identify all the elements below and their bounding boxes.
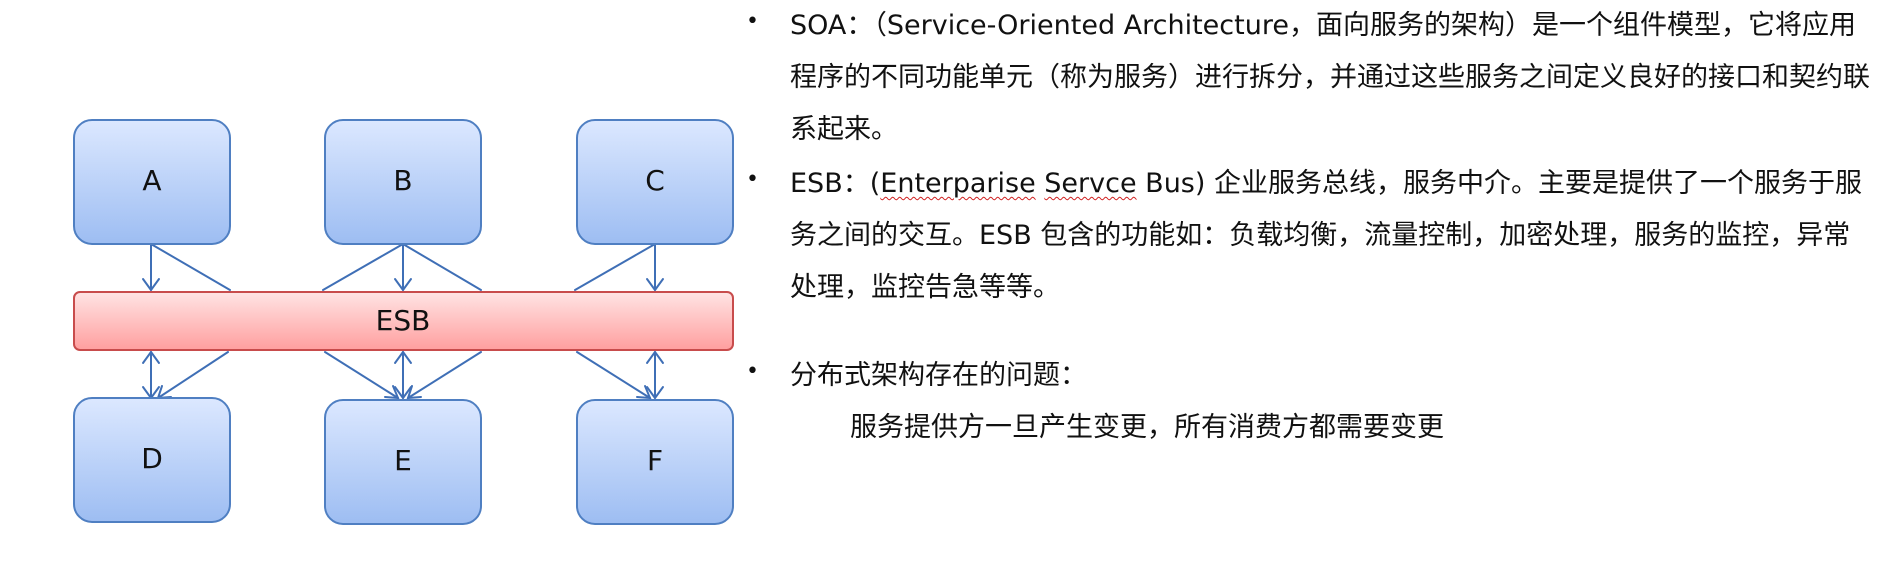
bullet-dot: • (746, 9, 759, 34)
service-label-a: A (142, 164, 161, 197)
notes-list: • SOA：（Service-Oriented Architecture，面向服… (740, 0, 1870, 454)
bullet-dot: • (746, 359, 759, 384)
service-node-a: A (73, 119, 231, 245)
connector-b-left (322, 243, 404, 291)
esb-bus: ESB (73, 291, 734, 351)
connector-e-left (324, 351, 399, 399)
arrowhead (636, 385, 652, 400)
esb-description: ESB：(Enterparise Servce Bus) 企业服务总线，服务中介… (790, 158, 1870, 314)
service-label-e: E (394, 444, 412, 477)
service-box-d (73, 397, 231, 523)
bullet-esb: • ESB：(Enterparise Servce Bus) 企业服务总线，服务… (740, 158, 1870, 314)
arrowhead (394, 350, 412, 364)
upper-connectors (142, 243, 664, 292)
esb-spellcheck-word-2: Servce (1044, 168, 1137, 199)
connector-f-diagonal (576, 351, 651, 399)
lower-connectors (142, 350, 664, 400)
service-label-c: C (645, 164, 665, 197)
service-label-b: B (393, 164, 412, 197)
service-node-b: B (324, 119, 482, 245)
esb-spellcheck-word-1: Enterparise (880, 168, 1036, 199)
esb-bar (73, 291, 734, 351)
connector-a-diagonal (150, 243, 231, 291)
service-node-e: E (324, 399, 482, 525)
bullet-soa: • SOA：（Service-Oriented Architecture，面向服… (740, 0, 1870, 156)
service-box-e (324, 399, 482, 525)
problem-title: 分布式架构存在的问题： (790, 360, 1087, 391)
service-box-c (576, 119, 734, 245)
arrowhead (646, 350, 664, 364)
service-box-f (576, 399, 734, 525)
service-node-c: C (576, 119, 734, 245)
esb-label: ESB (376, 304, 431, 337)
arrowhead (142, 278, 160, 292)
soa-esb-diagram: A B C ESB D E F (73, 119, 734, 525)
bullet-distributed-problem: • 分布式架构存在的问题： 服务提供方一旦产生变更，所有消费方都需要变更 (740, 350, 1870, 454)
connector-d-diagonal (157, 351, 229, 399)
esb-prefix: ESB：( (790, 168, 881, 199)
arrowhead (394, 278, 412, 292)
arrowhead (406, 385, 422, 400)
service-label-f: F (647, 444, 663, 477)
bullet-dot: • (746, 167, 759, 192)
service-node-f: F (576, 399, 734, 525)
arrowhead (142, 350, 160, 364)
arrowhead (646, 386, 664, 400)
service-box-a (73, 119, 231, 245)
service-box-b (324, 119, 482, 245)
arrowhead (394, 386, 412, 400)
arrowhead (646, 278, 664, 292)
service-node-d: D (73, 397, 231, 523)
soa-description: SOA：（Service-Oriented Architecture，面向服务的… (790, 10, 1870, 145)
arrowhead (384, 385, 400, 400)
problem-detail: 服务提供方一旦产生变更，所有消费方都需要变更 (850, 412, 1444, 443)
esb-space (1036, 168, 1045, 199)
connector-c-diagonal (574, 243, 656, 291)
service-label-d: D (141, 442, 163, 475)
connector-e-right (407, 351, 482, 399)
connector-b-right (402, 243, 482, 291)
esb-rest: Bus) 企业服务总线，服务中介。主要是提供了一个服务于服务之间的交互。ESB … (790, 168, 1862, 303)
